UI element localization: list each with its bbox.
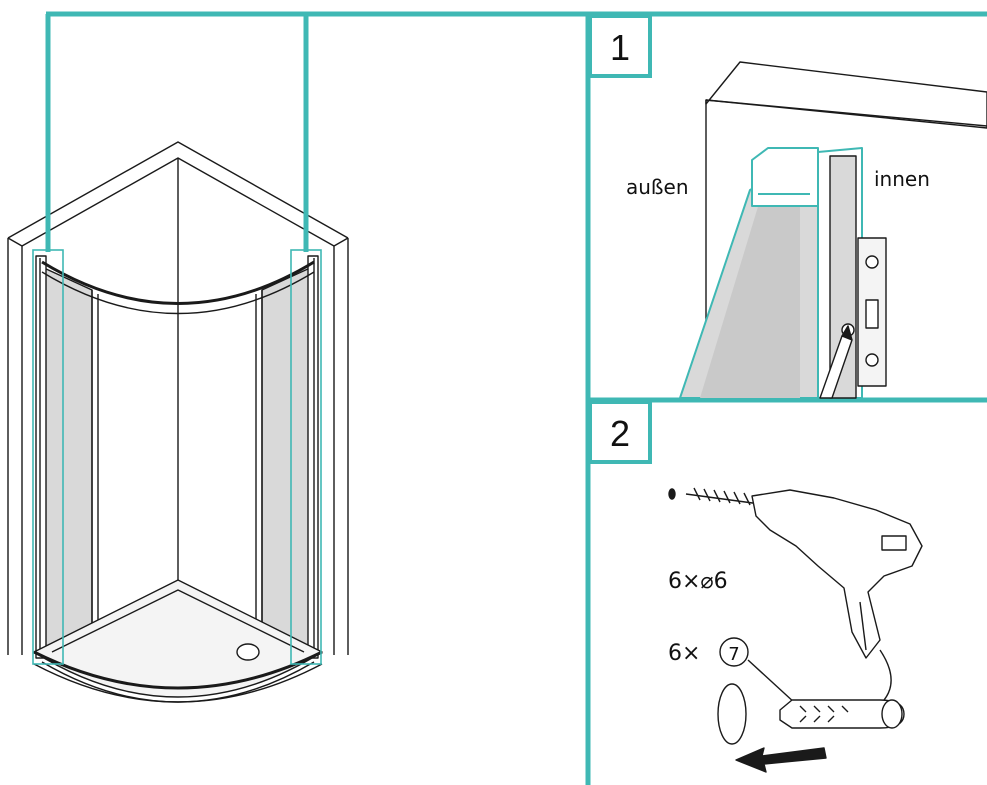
right-wall <box>333 237 349 655</box>
step-2-number: 2 <box>610 413 630 454</box>
left-wall <box>7 237 23 655</box>
plug-quantity: 6× <box>668 641 700 666</box>
left-glass-panel <box>43 267 93 669</box>
left-wall-profile <box>35 255 47 659</box>
right-wall-profile <box>307 255 319 659</box>
wall-hole <box>717 683 747 745</box>
drill <box>751 489 923 701</box>
label-outside: außen <box>626 175 689 199</box>
bottom-curved-rail <box>41 661 315 703</box>
callout-lines <box>45 11 680 252</box>
plug-part-number: 7 <box>728 644 739 665</box>
pencil <box>819 325 853 399</box>
wall-plug <box>779 699 905 729</box>
right-glass-panel <box>261 267 311 669</box>
drain <box>236 643 260 661</box>
wall-top-outline <box>7 141 349 239</box>
insert-arrow <box>735 747 827 773</box>
top-curved-rail <box>41 260 315 305</box>
step-1-badge: 1 <box>588 14 652 78</box>
step-1-illustration: außen innen <box>626 61 987 399</box>
drill-spec: 6×⌀6 <box>668 569 728 594</box>
shower-enclosure <box>7 141 349 703</box>
step-frame <box>585 11 987 785</box>
label-inside: innen <box>874 167 930 191</box>
drill-hole <box>668 488 676 500</box>
step-2-illustration: 6×⌀6 6× 7 <box>668 487 923 773</box>
wall-block <box>705 61 987 129</box>
step-1-number: 1 <box>610 27 630 68</box>
step-2-badge: 2 <box>588 400 652 464</box>
part-number-circle <box>719 637 749 667</box>
